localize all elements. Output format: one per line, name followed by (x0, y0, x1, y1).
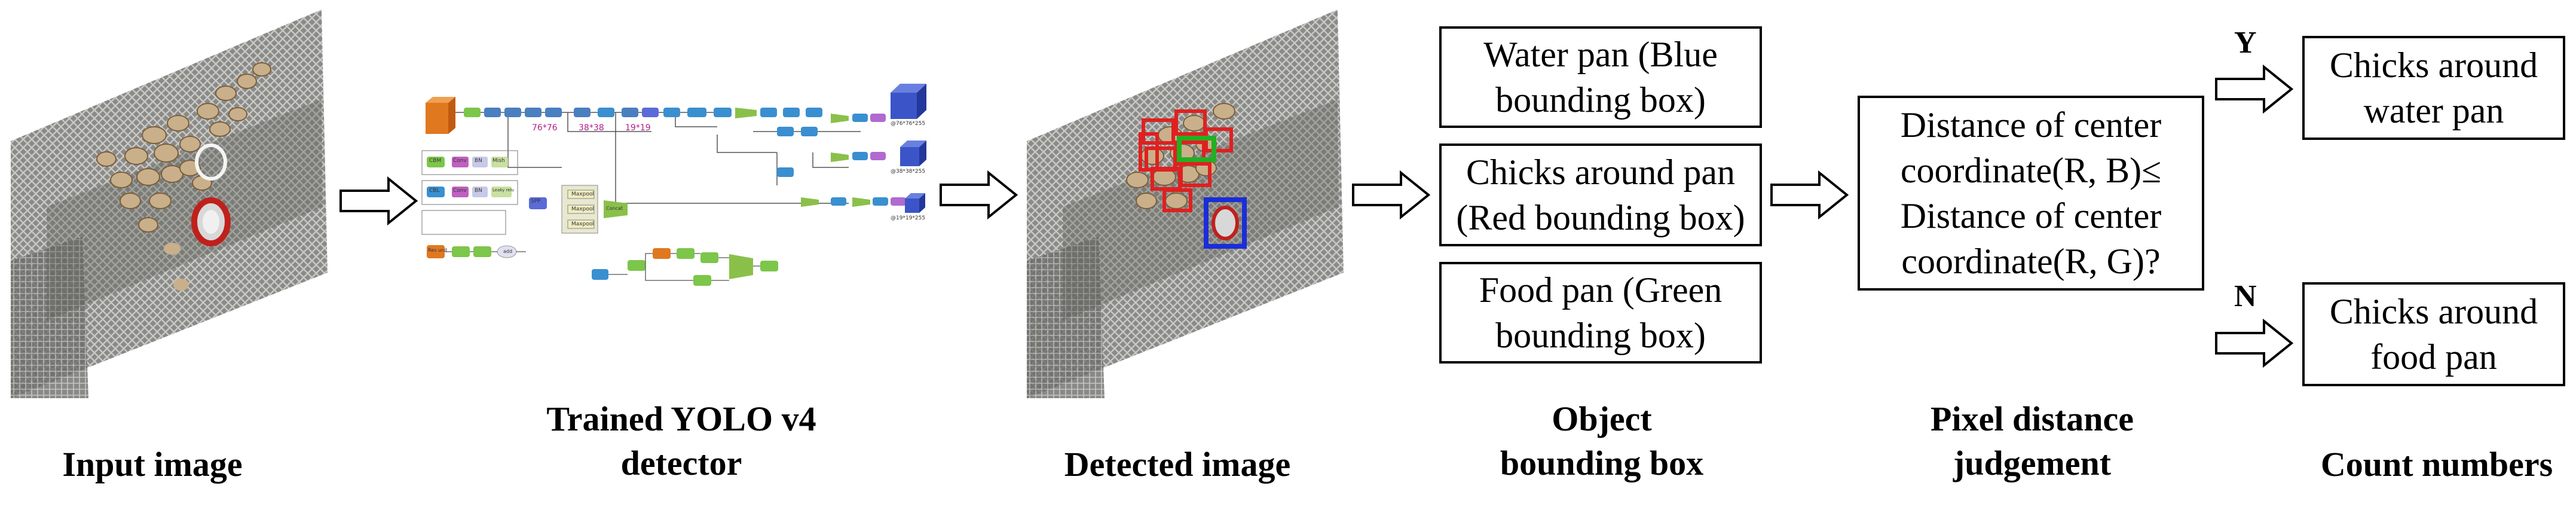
food-pan-line2: bounding box) (1495, 316, 1706, 355)
res-unit-label: Res unit (428, 248, 448, 253)
chicks-pan-box: Chicks around pan (Red bounding box) (1439, 143, 1762, 246)
no-arrow (2215, 318, 2294, 368)
food-pan-box: Food pan (Green bounding box) (1439, 262, 1762, 364)
legend-spp: SPP (531, 198, 541, 204)
add-label: add (503, 249, 513, 254)
caption-judge-line2: judgement (1953, 444, 2112, 482)
flow-arrow-4 (1770, 170, 1849, 220)
yes-arrow (2215, 64, 2294, 114)
water-pan-count-box: Chicks around water pan (2302, 36, 2565, 140)
maxpool-3: Maxpool (571, 221, 594, 227)
legend-bn-2: BN (475, 188, 482, 194)
judge-line4: coordinate(R, G)? (1901, 242, 2161, 281)
maxpool-1: Maxpool (571, 191, 594, 197)
out-water-line2: water pan (2363, 91, 2504, 130)
detected-image (1027, 10, 1344, 398)
yolo-network-diagram: 76*76 38*38 19*19 @76*76*255 @38*38*255 … (418, 24, 926, 299)
input-image (11, 10, 328, 398)
size-label-76: 76*76 (532, 123, 558, 133)
food-pan-count-box: Chicks around food pan (2302, 282, 2565, 386)
caption-bounding-box: Object bounding box (1446, 397, 1757, 485)
maxpool-2: Maxpool (571, 206, 594, 212)
judge-line3: Distance of center (1900, 196, 2162, 236)
caption-detected-image: Detected image (1028, 442, 1327, 487)
flow-arrow-2 (940, 170, 1018, 220)
caption-input-text: Input image (62, 445, 243, 484)
legend-cbl: CBL (429, 188, 440, 194)
caption-count-numbers: Count numbers (2302, 442, 2571, 487)
flow-arrow-1 (339, 176, 418, 226)
legend-bn-1: BN (475, 158, 482, 164)
water-pan-box: Water pan (Blue bounding box) (1439, 26, 1762, 128)
legend-mish: Mish (492, 158, 505, 164)
distance-judgement-box: Distance of center coordinate(R, B)≤ Dis… (1858, 96, 2204, 291)
caption-detected-text: Detected image (1064, 445, 1291, 484)
chicks-pan-line2: (Red bounding box) (1456, 198, 1745, 237)
caption-bbox-line1: Object (1552, 399, 1652, 438)
size-label-38: 38*38 (579, 123, 604, 133)
out-food-line2: food pan (2370, 337, 2497, 377)
legend-leaky: Leaky relu (492, 188, 514, 193)
legend-conv-2: Conv (453, 188, 467, 194)
output-label-1: @76*76*255 (891, 121, 926, 127)
out-food-line1: Chicks around (2329, 292, 2538, 331)
caption-detector-line2: detector (620, 444, 742, 482)
caption-count-text: Count numbers (2320, 445, 2553, 484)
caption-detector-line1: Trained YOLO v4 (546, 399, 816, 438)
out-water-line1: Chicks around (2329, 45, 2538, 85)
legend-cbm: CBM (429, 158, 442, 164)
judge-line1: Distance of center (1900, 105, 2162, 145)
caption-judge-line1: Pixel distance (1931, 399, 2134, 438)
concat-label: Concat (606, 206, 623, 211)
output-label-2: @38*38*255 (891, 169, 926, 175)
caption-input-image: Input image (12, 442, 293, 487)
caption-detector: Trained YOLO v4 detector (490, 397, 873, 485)
no-label: N (2234, 279, 2257, 313)
yes-label: Y (2234, 26, 2257, 60)
output-label-3: @19*19*255 (891, 215, 926, 221)
flow-arrow-3 (1352, 170, 1431, 220)
caption-bbox-line2: bounding box (1500, 444, 1704, 482)
caption-judgement: Pixel distance judgement (1877, 397, 2188, 485)
food-pan-line1: Food pan (Green (1479, 270, 1723, 310)
size-label-19: 19*19 (625, 123, 651, 133)
water-pan-line2: bounding box) (1495, 80, 1706, 120)
legend-conv-1: Conv (453, 158, 467, 164)
water-pan-line1: Water pan (Blue (1483, 35, 1718, 74)
chicks-pan-line1: Chicks around pan (1466, 152, 1735, 192)
judge-line2: coordinate(R, B)≤ (1900, 151, 2162, 190)
